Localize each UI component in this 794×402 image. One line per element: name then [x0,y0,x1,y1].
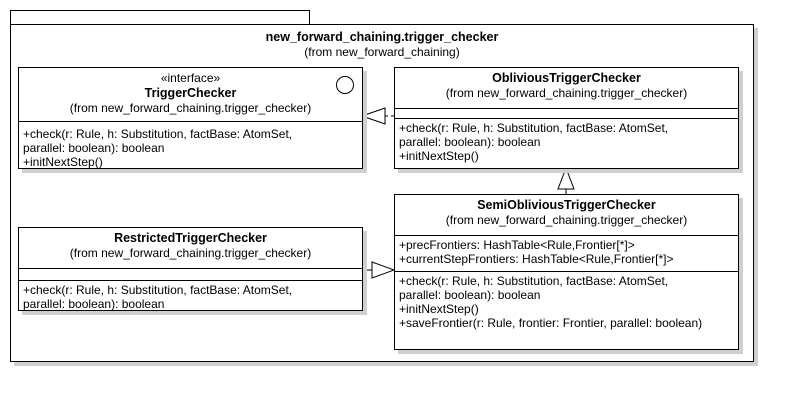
package-name: new_forward_chaining.trigger_checker [265,30,499,44]
class-from: (from new_forward_chaining.trigger_check… [69,246,312,260]
class-name: ObliviousTriggerChecker [492,71,641,85]
class-restricted-trigger-checker: RestrictedTriggerChecker (from new_forwa… [18,227,363,311]
operation-line: parallel: boolean): boolean [399,135,541,149]
operation-line: +check(r: Rule, h: Substitution, factBas… [23,283,293,297]
operation-line: +initNextStep() [399,302,479,316]
operation-line: +check(r: Rule, h: Substitution, factBas… [399,274,669,288]
class-oblivious-trigger-checker: ObliviousTriggerChecker (from new_forwar… [394,67,739,169]
stereotype-label: «interface» [160,71,221,85]
class-from: (from new_forward_chaining.trigger_check… [69,101,312,115]
operation-line: +initNextStep() [399,149,479,163]
operation-line: parallel: boolean): boolean [23,297,165,311]
operation-compartment: +check(r: Rule, h: Substitution, factBas… [19,280,362,311]
class-name: TriggerChecker [144,86,237,100]
attribute-line: +precFrontiers: HashTable<Rule,Frontier[… [399,238,635,252]
generalization-arrowhead-restricted [371,261,396,279]
class-trigger-checker: «interface» TriggerChecker (from new_for… [18,67,363,169]
interface-circle-icon [336,76,354,94]
attribute-compartment [19,121,362,124]
class-name: SemiObliviousTriggerChecker [477,198,656,212]
class-semi-oblivious-trigger-checker: SemiObliviousTriggerChecker (from new_fo… [394,194,739,350]
class-from: (from new_forward_chaining.trigger_check… [445,213,688,227]
attribute-compartment [395,108,738,118]
attribute-compartment [19,268,362,280]
class-from: (from new_forward_chaining.trigger_check… [445,86,688,100]
operation-line: +check(r: Rule, h: Substitution, factBas… [399,121,669,135]
operation-line: +check(r: Rule, h: Substitution, factBas… [23,127,293,141]
operation-line: +initNextStep() [23,155,103,169]
attribute-line: +currentStepFrontiers: HashTable<Rule,Fr… [399,252,674,266]
operation-compartment: +check(r: Rule, h: Substitution, factBas… [19,124,362,169]
package-tab [10,10,310,25]
package-from: (from new_forward_chaining) [304,45,460,59]
operation-compartment: +check(r: Rule, h: Substitution, factBas… [395,118,738,163]
realization-arrowhead [360,107,386,125]
operation-compartment: +check(r: Rule, h: Substitution, factBas… [395,271,738,330]
generalization-arrowhead-semi [557,166,575,190]
operation-line: parallel: boolean): boolean [23,141,165,155]
class-name: RestrictedTriggerChecker [114,231,267,245]
operation-line: parallel: boolean): boolean [399,288,541,302]
operation-line: +saveFrontier(r: Rule, frontier: Frontie… [399,316,703,330]
attribute-compartment: +precFrontiers: HashTable<Rule,Frontier[… [395,235,738,271]
